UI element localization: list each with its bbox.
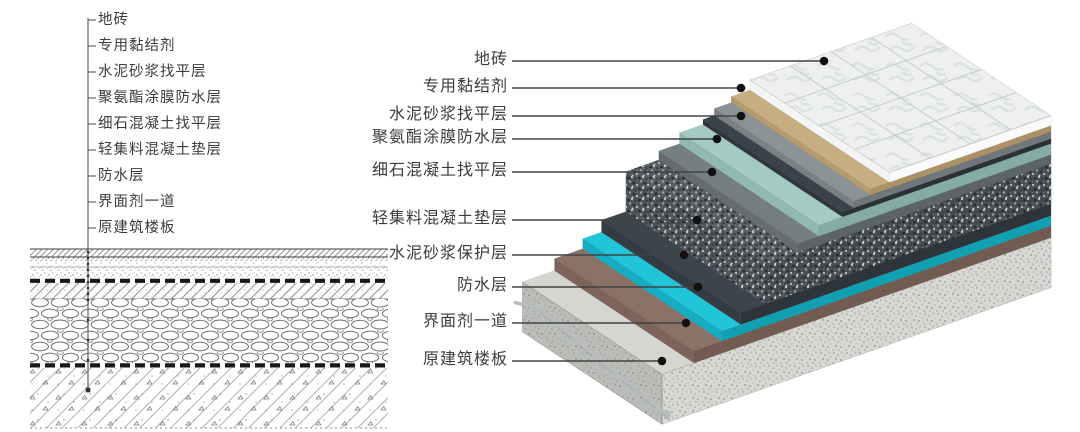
left-layer-label-4: 细石混凝土找平层 — [98, 116, 222, 132]
right-layer-label-7: 防水层 — [456, 277, 508, 294]
left-label-bracket — [85, 18, 96, 393]
left-layer-label-1: 专用黏结剂 — [98, 38, 176, 54]
right-layer-label-9: 原建筑楼板 — [422, 351, 508, 368]
left-layer-label-2: 水泥砂浆找平层 — [98, 64, 207, 80]
right-layer-label-1: 专用黏结剂 — [422, 78, 508, 95]
right-layer-label-4: 细石混凝土找平层 — [371, 162, 508, 179]
left-layer-label-8: 原建筑楼板 — [98, 220, 176, 236]
left-layer-label-7: 界面剂一道 — [98, 194, 176, 210]
right-layer-label-5: 轻集料混凝土垫层 — [371, 210, 508, 227]
leader-lines — [512, 56, 829, 366]
left-layer-label-5: 轻集料混凝土垫层 — [98, 142, 222, 158]
right-layer-label-2: 水泥砂浆找平层 — [388, 106, 508, 123]
right-layer-label-8: 界面剂一道 — [422, 313, 508, 330]
right-layer-label-0: 地砖 — [473, 51, 508, 68]
left-layer-label-6: 防水层 — [98, 168, 145, 184]
left-layer-label-3: 聚氨酯涂膜防水层 — [98, 90, 222, 106]
right-layer-label-6: 水泥砂浆保护层 — [388, 245, 508, 262]
right-layer-label-3: 聚氨酯涂膜防水层 — [371, 129, 508, 146]
isometric-layer-stack — [521, 22, 1052, 425]
left-section-drawing — [30, 248, 388, 429]
left-layer-label-0: 地砖 — [98, 12, 129, 28]
